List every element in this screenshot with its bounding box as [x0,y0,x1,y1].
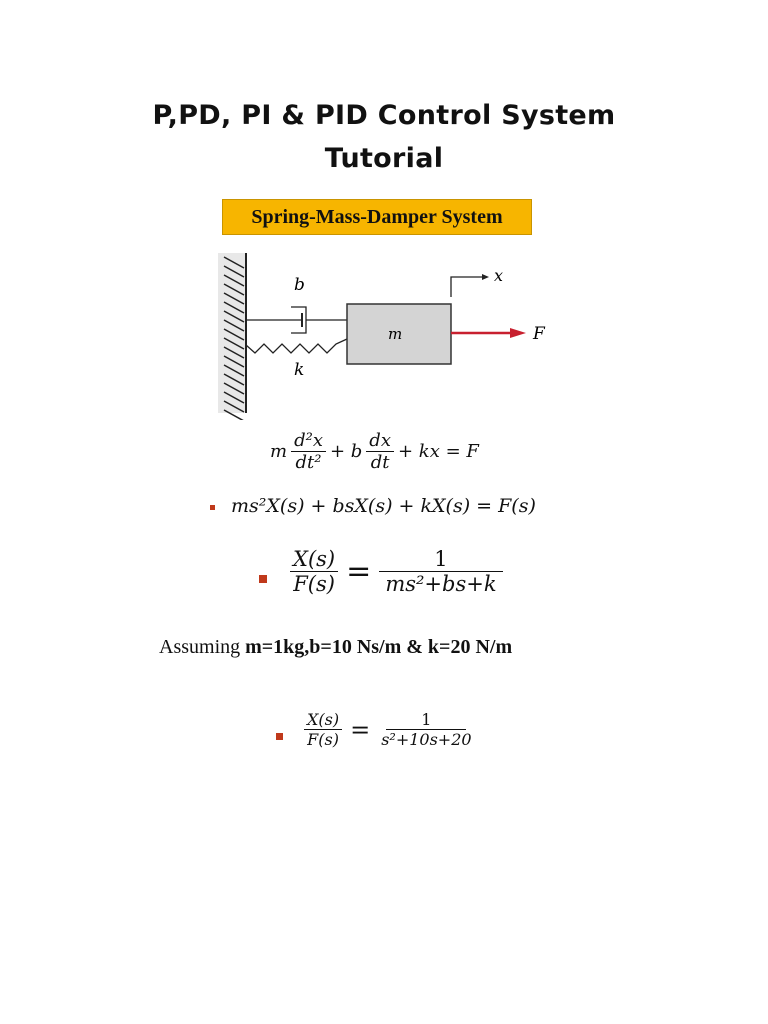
hatch-line [223,265,245,278]
spring-label: k [294,360,304,380]
assumption-values: m=1kg,b=10 Ns/m & k=20 N/m [245,636,513,658]
title-line-1: P,PD, PI & PID Control System [152,100,616,131]
wall-hatching [223,256,245,420]
hatch-line [223,364,245,377]
damper-label: b [294,275,305,295]
hatch-line [223,319,245,332]
numerator: 1 [379,547,503,572]
numerator: X(s) [304,710,343,730]
denominator: s²+10s+20 [381,730,472,749]
hatch-line [223,355,245,368]
numerator: X(s) [290,547,339,572]
displacement-arrow [450,276,482,297]
denominator: dt [370,452,390,473]
displacement-label: x [494,266,503,285]
mass-block [346,303,452,365]
ode-rest: + kx = F [397,441,479,462]
assumption-prefix: Assuming [159,636,246,658]
equals-sign: = [350,715,371,744]
diagram-label: Spring-Mass-Damper System [222,199,532,235]
hatch-line [223,301,245,314]
numerator: d²x [291,430,326,452]
laplace-equation: ms²X(s) + bsX(s) + kX(s) = F(s) [231,495,536,517]
denominator: dt² [295,452,322,473]
numerator: dx [366,430,394,452]
spring-mass-damper-diagram: b k m x F [218,253,546,420]
denominator: ms²+bs+k [385,572,497,596]
hatch-line [223,373,245,386]
hatch-line [223,328,245,341]
bullet-icon [276,733,283,740]
force-label: F [532,324,546,344]
bullet-icon [210,505,215,510]
bullet-icon [259,575,267,583]
hatch-line [223,292,245,305]
mass-label: m [388,325,402,343]
ode-b: + b [329,441,363,462]
hatch-line [223,337,245,350]
equals-sign: = [346,554,372,589]
hatch-line [223,400,245,413]
numerator: 1 [386,710,467,730]
hatch-line [223,310,245,323]
hatch-line [223,346,245,359]
hatch-line [223,391,245,404]
hatch-line [223,256,245,269]
hatch-line [223,409,244,420]
assumption-text: Assuming m=1kg,b=10 Ns/m & k=20 N/m [159,636,512,659]
transfer-left-fraction: X(s)F(s) [290,547,339,596]
hatch-line [223,283,245,296]
spring [245,338,348,354]
title-line-2: Tutorial [324,143,444,174]
denominator: F(s) [307,730,339,749]
hatch-line [223,274,245,287]
denominator: F(s) [293,572,335,596]
numeric-left-fraction: X(s)F(s) [304,710,343,749]
hatch-line [223,382,245,395]
ode-m: m [270,441,288,462]
